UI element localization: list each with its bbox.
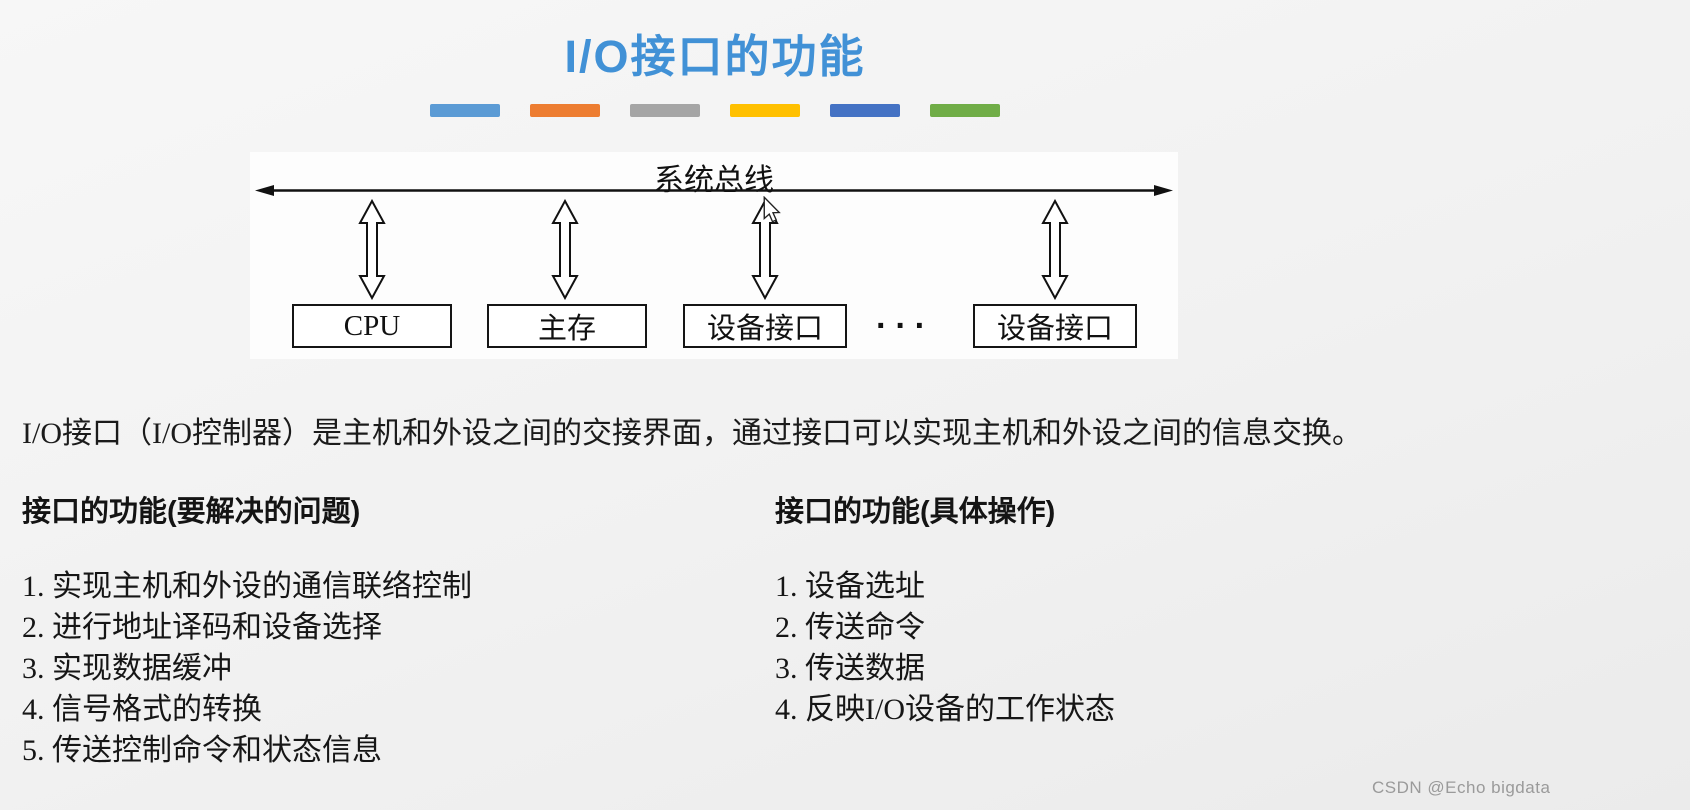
intro-text: I/O接口（I/O控制器）是主机和外设之间的交接界面，通过接口可以实现主机和外设… [22,417,1362,450]
list-item: 3. 传送数据 [775,652,925,685]
list-item: 4. 信号格式的转换 [22,693,262,726]
divider-dash [630,104,700,117]
page-title: I/O接口的功能 [564,31,866,82]
list-item: 2. 传送命令 [775,611,925,644]
device-interface-box-1: 设备接口 [683,304,847,348]
divider-dash [930,104,1000,117]
divider-dash [530,104,600,117]
title-divider-dashes [250,104,1180,117]
list-item: 4. 反映I/O设备的工作状态 [775,693,1115,726]
list-item: 3. 实现数据缓冲 [22,652,232,685]
divider-dash [430,104,500,117]
system-bus-diagram: 系统总线 CPU 主存 设备接口 ··· 设备接口 [250,152,1178,359]
divider-dash [830,104,900,117]
list-item: 1. 设备选址 [775,570,925,603]
vertical-double-arrow-memory [551,199,579,300]
vertical-double-arrow-interface1 [751,199,779,300]
right-column: 接口的功能(具体操作) 1. 设备选址 2. 传送命令 3. 传送数据 4. 反… [775,488,1115,730]
vertical-double-arrow-interface2 [1041,199,1069,300]
ellipsis: ··· [876,306,934,345]
right-column-heading: 接口的功能(具体操作) [775,496,1056,528]
main-memory-box: 主存 [487,304,647,348]
list-item: 2. 进行地址译码和设备选择 [22,611,382,644]
vertical-double-arrow-cpu [358,199,386,300]
left-column: 接口的功能(要解决的问题) 1. 实现主机和外设的通信联络控制 2. 进行地址译… [22,488,472,771]
list-item: 1. 实现主机和外设的通信联络控制 [22,570,472,603]
csdn-watermark: CSDN @Echo bigdata [1372,778,1551,797]
divider-dash [730,104,800,117]
list-item: 5. 传送控制命令和状态信息 [22,734,382,767]
cpu-box: CPU [292,304,452,348]
bus-double-arrow [255,185,1173,196]
left-column-heading: 接口的功能(要解决的问题) [22,496,361,528]
mouse-cursor-icon [763,196,781,223]
device-interface-box-2: 设备接口 [973,304,1137,348]
